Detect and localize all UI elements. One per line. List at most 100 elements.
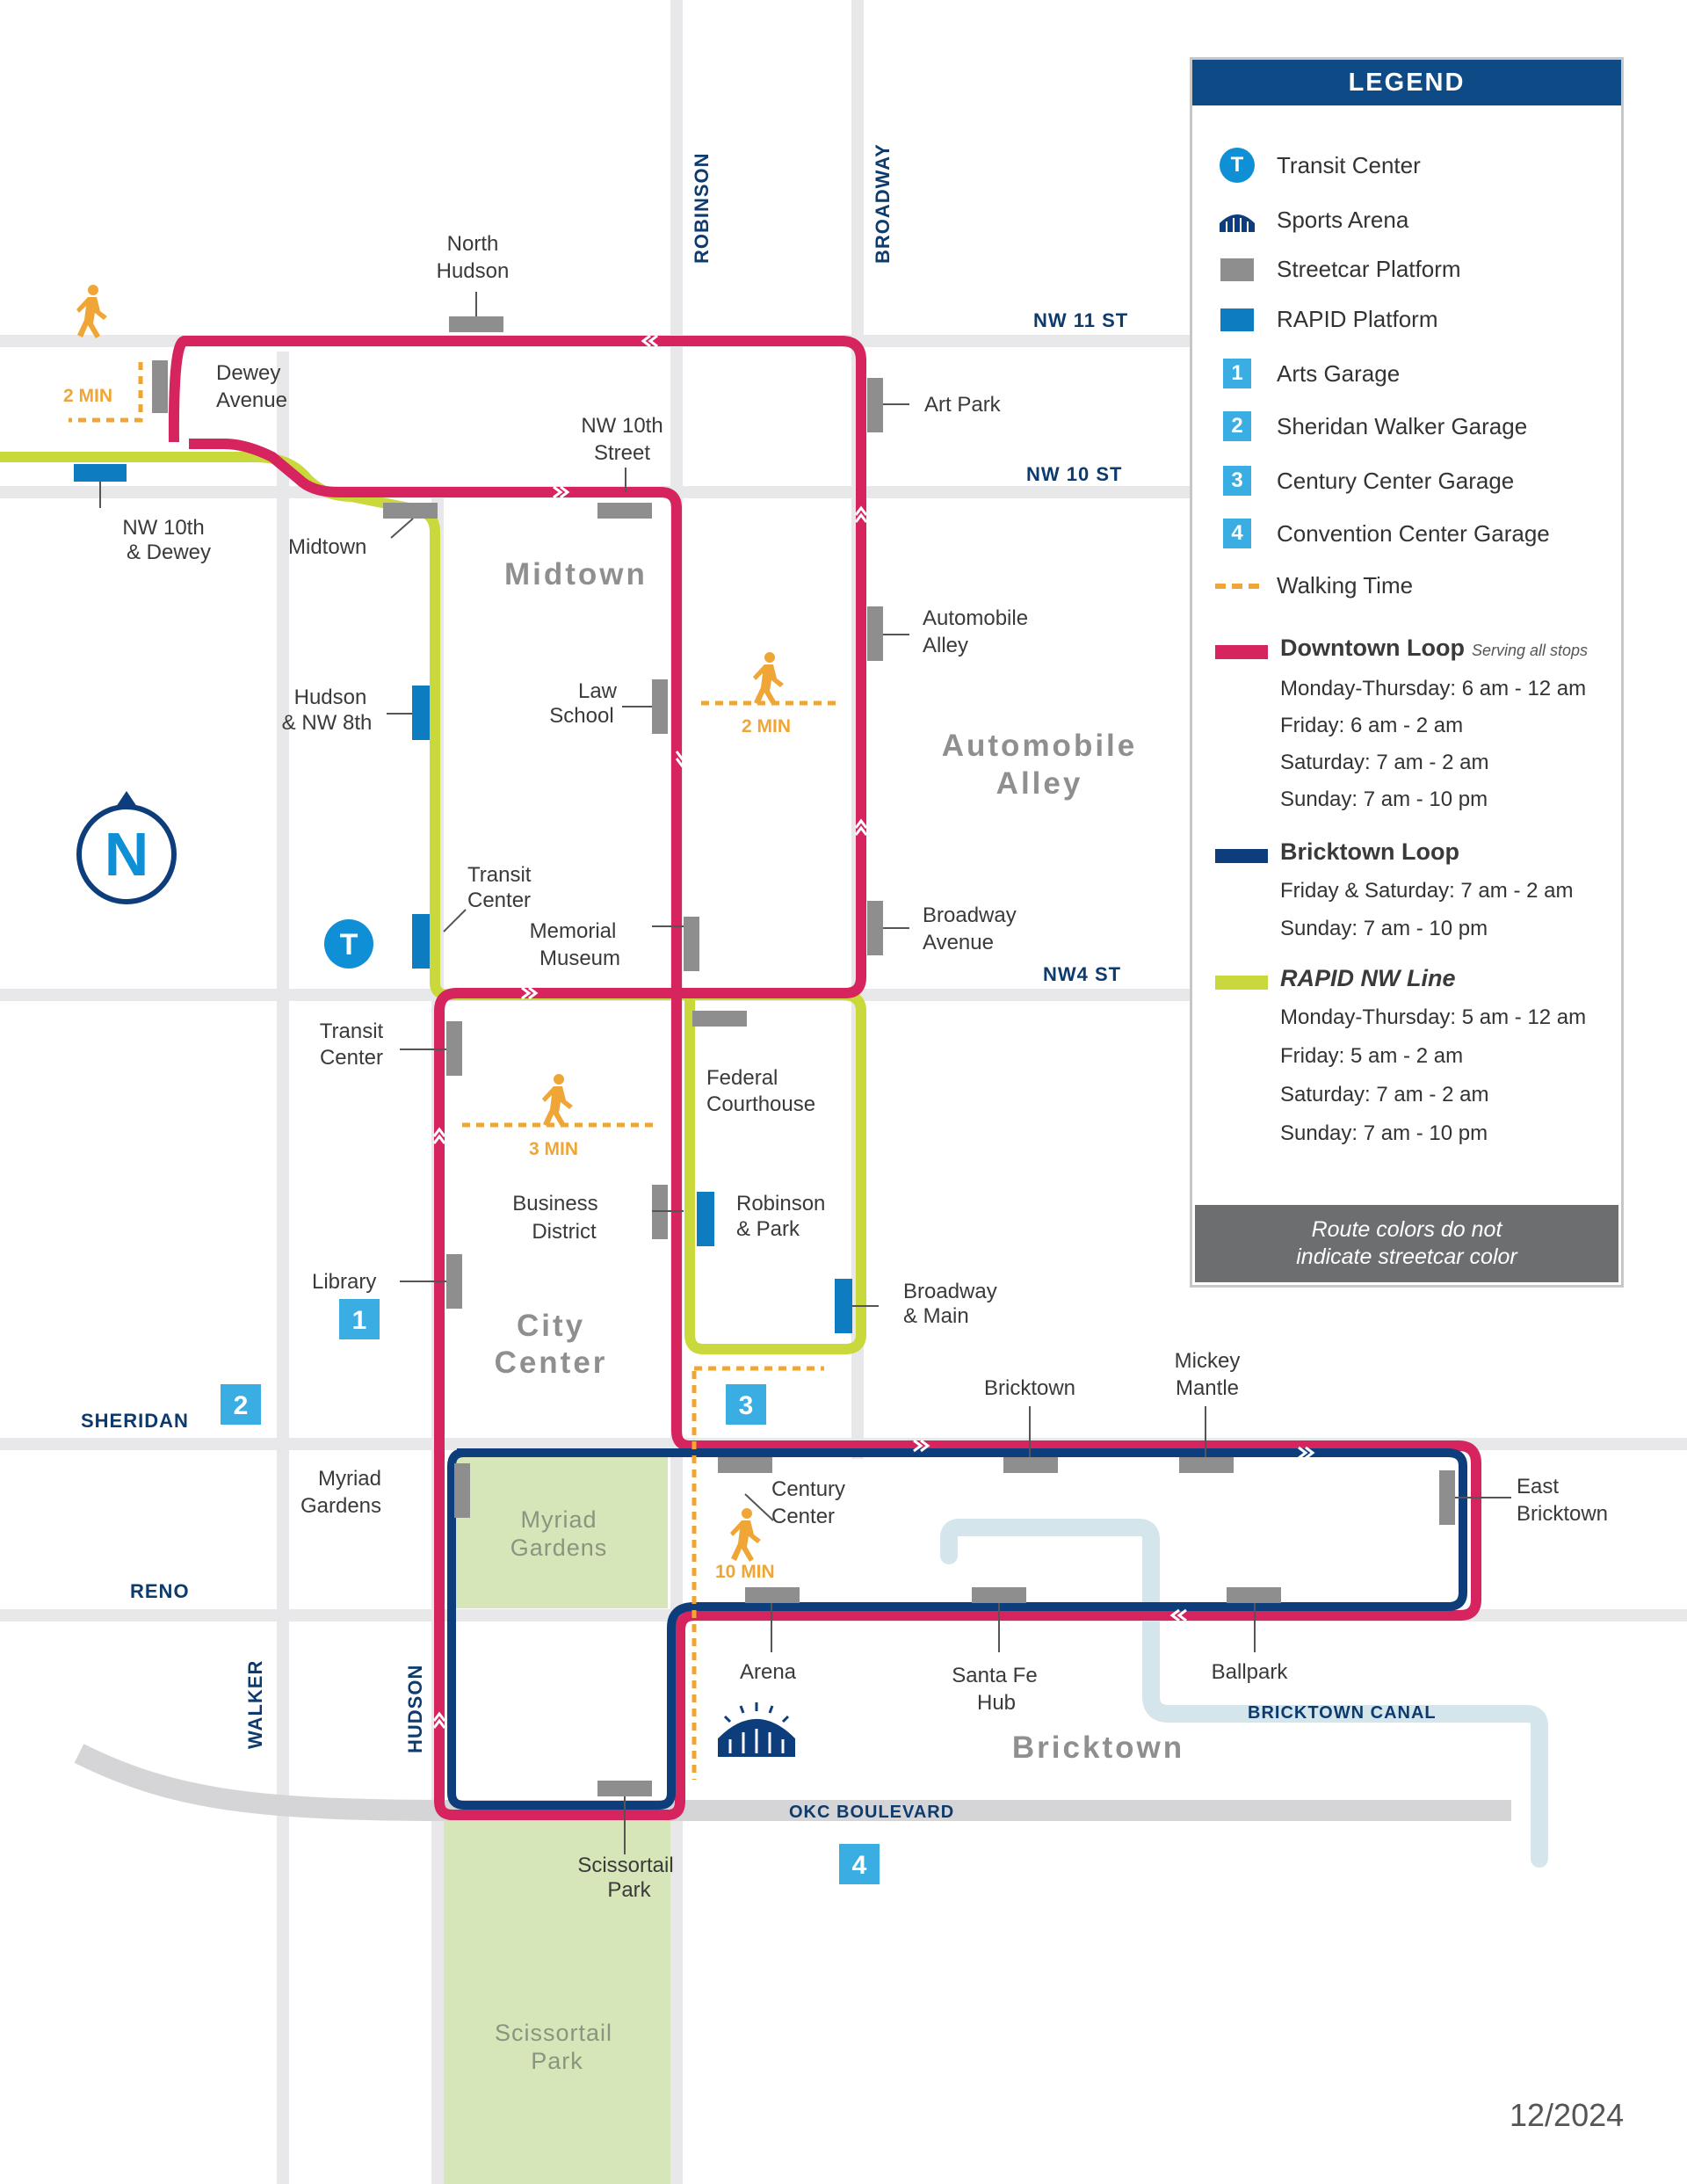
myriad-gardens-area xyxy=(455,1446,668,1608)
walker-icon xyxy=(542,1074,573,1128)
street-bricktown-canal: BRICKTOWN CANAL xyxy=(1248,1703,1437,1723)
footnote-line: indicate streetcar color xyxy=(1296,1244,1517,1269)
stop-art-park: Art Park xyxy=(924,393,1002,417)
streetcar-platforms xyxy=(152,316,1455,1796)
sports-arena-icon xyxy=(718,1702,795,1757)
stop-broadway-avenue-2: Avenue xyxy=(923,931,994,954)
rapid-nw-line xyxy=(0,452,866,1354)
district-city-center-1: City xyxy=(517,1309,585,1343)
stop-santa-fe-hub-1: Santa Fe xyxy=(952,1664,1037,1687)
streetcar-platform-swatch xyxy=(1220,258,1254,281)
legend-item-garage-1: 1 Arts Garage xyxy=(1215,359,1400,388)
street-sheridan: SHERIDAN xyxy=(81,1410,189,1432)
stop-library: Library xyxy=(312,1270,376,1294)
schedule-line: Friday: 5 am - 2 am xyxy=(1280,1044,1464,1068)
legend-label: Streetcar Platform xyxy=(1277,256,1461,282)
legend-label: Sheridan Walker Garage xyxy=(1277,412,1528,439)
park-myriad-2: Gardens xyxy=(510,1535,608,1561)
stop-broadway-avenue-1: Broadway xyxy=(923,903,1017,927)
stop-transit-center-s-1: Transit xyxy=(320,1019,384,1043)
sports-arena-icon xyxy=(1215,205,1259,235)
north-arrow-icon: N xyxy=(76,791,177,904)
route-name: Bricktown Loop xyxy=(1280,838,1459,865)
legend-label: Century Center Garage xyxy=(1277,467,1515,494)
legend-label: RAPID Platform xyxy=(1277,306,1438,332)
schedule-line: Monday-Thursday: 5 am - 12 am xyxy=(1280,1005,1587,1029)
stop-hudson-nw8-2: & NW 8th xyxy=(282,711,373,735)
garage-3-icon: 3 xyxy=(1223,466,1251,496)
district-city-center-2: Center xyxy=(495,1346,608,1380)
legend-panel: LEGEND T Transit Center Sports Arena Str… xyxy=(1190,57,1624,1288)
legend-label: Walking Time xyxy=(1277,572,1414,599)
schedule-line: Friday & Saturday: 7 am - 2 am xyxy=(1280,879,1574,903)
stop-nw10-dewey-2: & Dewey xyxy=(127,541,211,564)
walk-time-century: 10 MIN xyxy=(715,1562,775,1582)
garage-1-icon: 1 xyxy=(1223,359,1251,388)
stop-dewey-2: Avenue xyxy=(216,388,287,412)
direction-chevrons xyxy=(432,334,1315,1729)
stop-transit-center-n-2: Center xyxy=(467,889,531,912)
stop-transit-center-s-2: Center xyxy=(320,1046,383,1070)
legend-item-garage-4: 4 Convention Center Garage xyxy=(1215,519,1550,548)
route-note: Serving all stops xyxy=(1471,642,1589,659)
stop-east-bricktown-2: Bricktown xyxy=(1517,1502,1608,1526)
schedule-line: Saturday: 7 am - 2 am xyxy=(1280,1083,1489,1107)
garage-4-number: 4 xyxy=(852,1851,867,1880)
stop-automobile-alley-1: Automobile xyxy=(923,606,1028,630)
stop-century-center-1: Century xyxy=(771,1477,845,1501)
garage-2-number: 2 xyxy=(234,1391,249,1420)
stop-mickey-mantle-2: Mantle xyxy=(1176,1376,1239,1400)
stop-myriad-gardens-2: Gardens xyxy=(300,1494,381,1518)
walker-icon xyxy=(76,285,107,338)
walk-time-broadway: 2 MIN xyxy=(742,716,791,736)
legend-item-rapid-platform: RAPID Platform xyxy=(1215,306,1438,333)
stop-nw10-street-1: NW 10th xyxy=(581,414,662,438)
rapid-nw-swatch xyxy=(1215,976,1268,990)
garage-3: 3 xyxy=(726,1384,766,1425)
walking-time-swatch xyxy=(1215,583,1259,589)
stop-bricktown: Bricktown xyxy=(984,1376,1075,1400)
stop-memorial-museum-1: Memorial xyxy=(530,919,617,943)
schedule-line: Sunday: 7 am - 10 pm xyxy=(1280,1121,1488,1145)
map-date: 12/2024 xyxy=(1510,2097,1625,2133)
stop-dewey-1: Dewey xyxy=(216,361,280,385)
stop-nw10-dewey-1: NW 10th xyxy=(122,516,204,540)
park-scissortail-1: Scissortail xyxy=(495,2020,612,2046)
stop-north-hudson-1: North xyxy=(447,232,499,256)
legend-item-transit-center: T Transit Center xyxy=(1215,148,1421,183)
stop-automobile-alley-2: Alley xyxy=(923,634,968,657)
stop-hudson-nw8-1: Hudson xyxy=(294,686,367,709)
stop-arena: Arena xyxy=(740,1660,797,1684)
district-bricktown: Bricktown xyxy=(1012,1731,1184,1765)
legend-label: Transit Center xyxy=(1277,151,1421,178)
legend-item-sports-arena: Sports Arena xyxy=(1215,205,1408,235)
legend-item-garage-3: 3 Century Center Garage xyxy=(1215,466,1514,496)
stop-myriad-gardens-1: Myriad xyxy=(318,1467,381,1491)
stop-federal-courthouse-2: Courthouse xyxy=(706,1092,815,1116)
garage-1: 1 xyxy=(339,1299,380,1339)
street-nw4: NW4 ST xyxy=(1043,963,1121,985)
stop-broadway-main-2: & Main xyxy=(903,1304,969,1328)
walker-icons xyxy=(76,285,784,1562)
garage-2: 2 xyxy=(221,1384,261,1425)
rapid-platforms xyxy=(74,464,852,1333)
walker-icon xyxy=(753,652,784,706)
district-automobile-alley-1: Automobile xyxy=(942,729,1137,763)
street-nw10: NW 10 ST xyxy=(1026,463,1122,485)
stop-memorial-museum-2: Museum xyxy=(539,947,620,970)
stop-santa-fe-hub-2: Hub xyxy=(977,1691,1016,1715)
legend-label: Arts Garage xyxy=(1277,359,1401,387)
legend-label: Sports Arena xyxy=(1277,206,1409,233)
park-myriad-1: Myriad xyxy=(520,1506,597,1533)
stop-broadway-main-1: Broadway xyxy=(903,1280,997,1303)
legend-label: Convention Center Garage xyxy=(1277,519,1550,547)
walk-time-dewey: 2 MIN xyxy=(63,386,112,406)
bricktown-loop-swatch xyxy=(1215,849,1268,863)
okc-boulevard xyxy=(74,1744,1511,1821)
stop-business-district-2: District xyxy=(532,1220,597,1244)
stop-labels: North Hudson Dewey Avenue NW 10th & Dewe… xyxy=(122,232,1608,1902)
north-letter: N xyxy=(105,820,149,889)
schedule-line: Sunday: 7 am - 10 pm xyxy=(1280,787,1488,811)
stop-business-district-1: Business xyxy=(512,1192,597,1215)
garage-4-icon: 4 xyxy=(1223,519,1251,548)
